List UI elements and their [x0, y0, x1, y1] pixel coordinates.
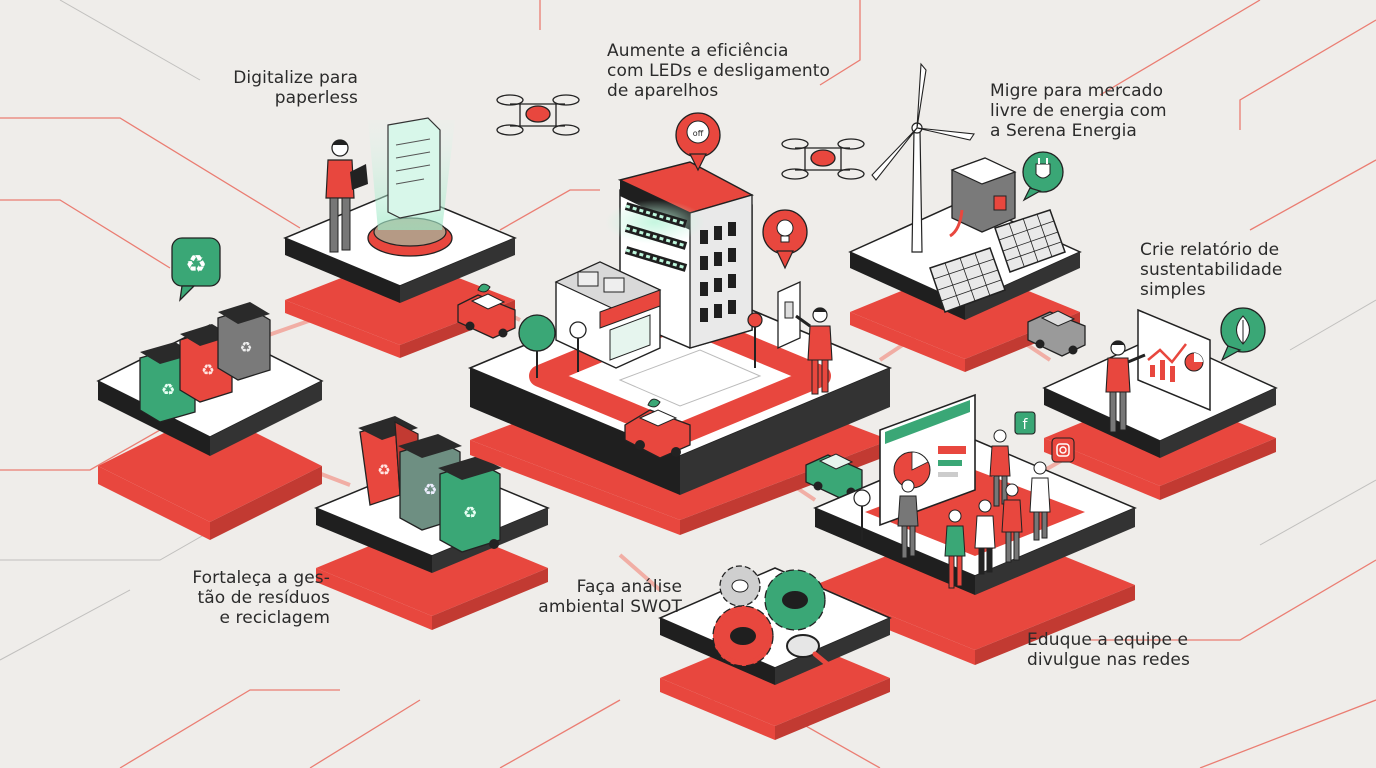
red-car-road [457, 283, 516, 339]
gray-car [1027, 310, 1086, 357]
svg-text:♻: ♻ [161, 380, 175, 399]
document-hologram-icon [387, 117, 441, 219]
svg-text:♻: ♻ [423, 480, 437, 499]
label-swot-line-1: Faça análise [576, 577, 682, 597]
red-car [624, 398, 691, 459]
gear-green-icon [764, 569, 826, 631]
bin-gray: ♻ [217, 302, 271, 381]
label-residuos-line-3: e reciclagem [219, 608, 330, 628]
shop-front [554, 261, 662, 369]
platform-report [1042, 307, 1278, 500]
platform-swot [658, 565, 892, 740]
presentation-screen [879, 393, 976, 527]
bin-green-2: ♻ [438, 456, 502, 553]
drone-left [496, 94, 580, 136]
solar-panel-2 [994, 209, 1066, 273]
tree [518, 314, 556, 378]
label-equipe: Eduque a equipe e divulgue nas redes [1027, 630, 1190, 670]
label-equipe-line-2: divulgue nas redes [1027, 650, 1190, 670]
svg-text:♻: ♻ [185, 250, 207, 278]
report-board [1137, 308, 1211, 412]
facebook-icon: f [1014, 411, 1036, 435]
platform-building: off [467, 112, 893, 535]
platform-paperless [283, 117, 517, 358]
label-leds: Aumente a eficiência com LEDs e desligam… [607, 41, 830, 101]
team-people [897, 429, 1051, 589]
label-mercado: Migre para mercado livre de energia com … [990, 81, 1167, 141]
person-with-tablet [325, 139, 368, 253]
plug-bubble-icon [1022, 151, 1064, 202]
street-lamp [569, 321, 587, 372]
recycle-bubble-icon: ♻ [171, 237, 221, 302]
label-leds-line-3: de aparelhos [607, 81, 719, 101]
label-mercado-line-1: Migre para mercado [990, 81, 1164, 101]
platform-education: f [813, 393, 1137, 665]
bulb-off-text: off [693, 129, 704, 138]
led-strips [605, 200, 705, 272]
leaf-bubble-icon [1220, 307, 1266, 362]
solar-panel-1 [929, 247, 1006, 313]
label-leds-line-2: com LEDs e desligamento [607, 61, 831, 81]
person-at-switch [795, 307, 833, 395]
bulb-off-bubble-icon: off [675, 112, 721, 172]
label-residuos-line-1: Fortaleça a ges- [192, 568, 330, 588]
gear-gray-icon [719, 565, 761, 607]
label-leds-line-1: Aumente a eficiência [607, 41, 789, 61]
bulb-bubble-icon [762, 209, 808, 270]
svg-text:♻: ♻ [240, 340, 253, 356]
label-swot: Faça análise ambiental SWOT [520, 577, 682, 617]
label-equipe-line-1: Eduque a equipe e [1027, 630, 1189, 650]
label-paperless-line-2: paperless [274, 88, 358, 108]
light-switch-panel [777, 280, 801, 350]
label-mercado-line-3: a Serena Energia [990, 121, 1137, 141]
gear-red-icon [712, 605, 774, 667]
instagram-icon [1051, 437, 1075, 463]
label-residuos: Fortaleça a ges- tão de resíduos e recic… [150, 568, 330, 628]
label-residuos-line-2: tão de resíduos [197, 588, 330, 608]
label-relatorio: Crie relatório de sustentabilidade simpl… [1140, 240, 1283, 300]
label-relatorio-line-2: sustentabilidade [1140, 260, 1283, 280]
label-mercado-line-2: livre de energia com [990, 101, 1167, 121]
platform-energy [848, 62, 1082, 372]
wind-turbine [871, 62, 975, 253]
label-relatorio-line-1: Crie relatório de [1140, 240, 1280, 260]
energy-house [949, 157, 1017, 238]
svg-text:♻: ♻ [377, 461, 390, 479]
drone-right [781, 138, 865, 180]
svg-text:f: f [1023, 417, 1029, 433]
magnifier-icon [786, 634, 835, 671]
svg-text:♻: ♻ [201, 361, 214, 379]
svg-text:♻: ♻ [463, 503, 477, 522]
label-paperless-line-1: Digitalize para [233, 68, 358, 88]
lamp-green [853, 489, 871, 540]
platform-waste: ♻ ♻ ♻ [314, 416, 550, 630]
platform-recycling-left: ♻ ♻ ♻ ♻ [96, 237, 324, 540]
label-swot-line-2: ambiental SWOT [538, 597, 682, 617]
label-paperless: Digitalize para paperless [190, 68, 358, 108]
street-lamp-2 [747, 312, 763, 368]
report-presenter [1105, 340, 1146, 433]
label-relatorio-line-3: simples [1140, 280, 1206, 300]
